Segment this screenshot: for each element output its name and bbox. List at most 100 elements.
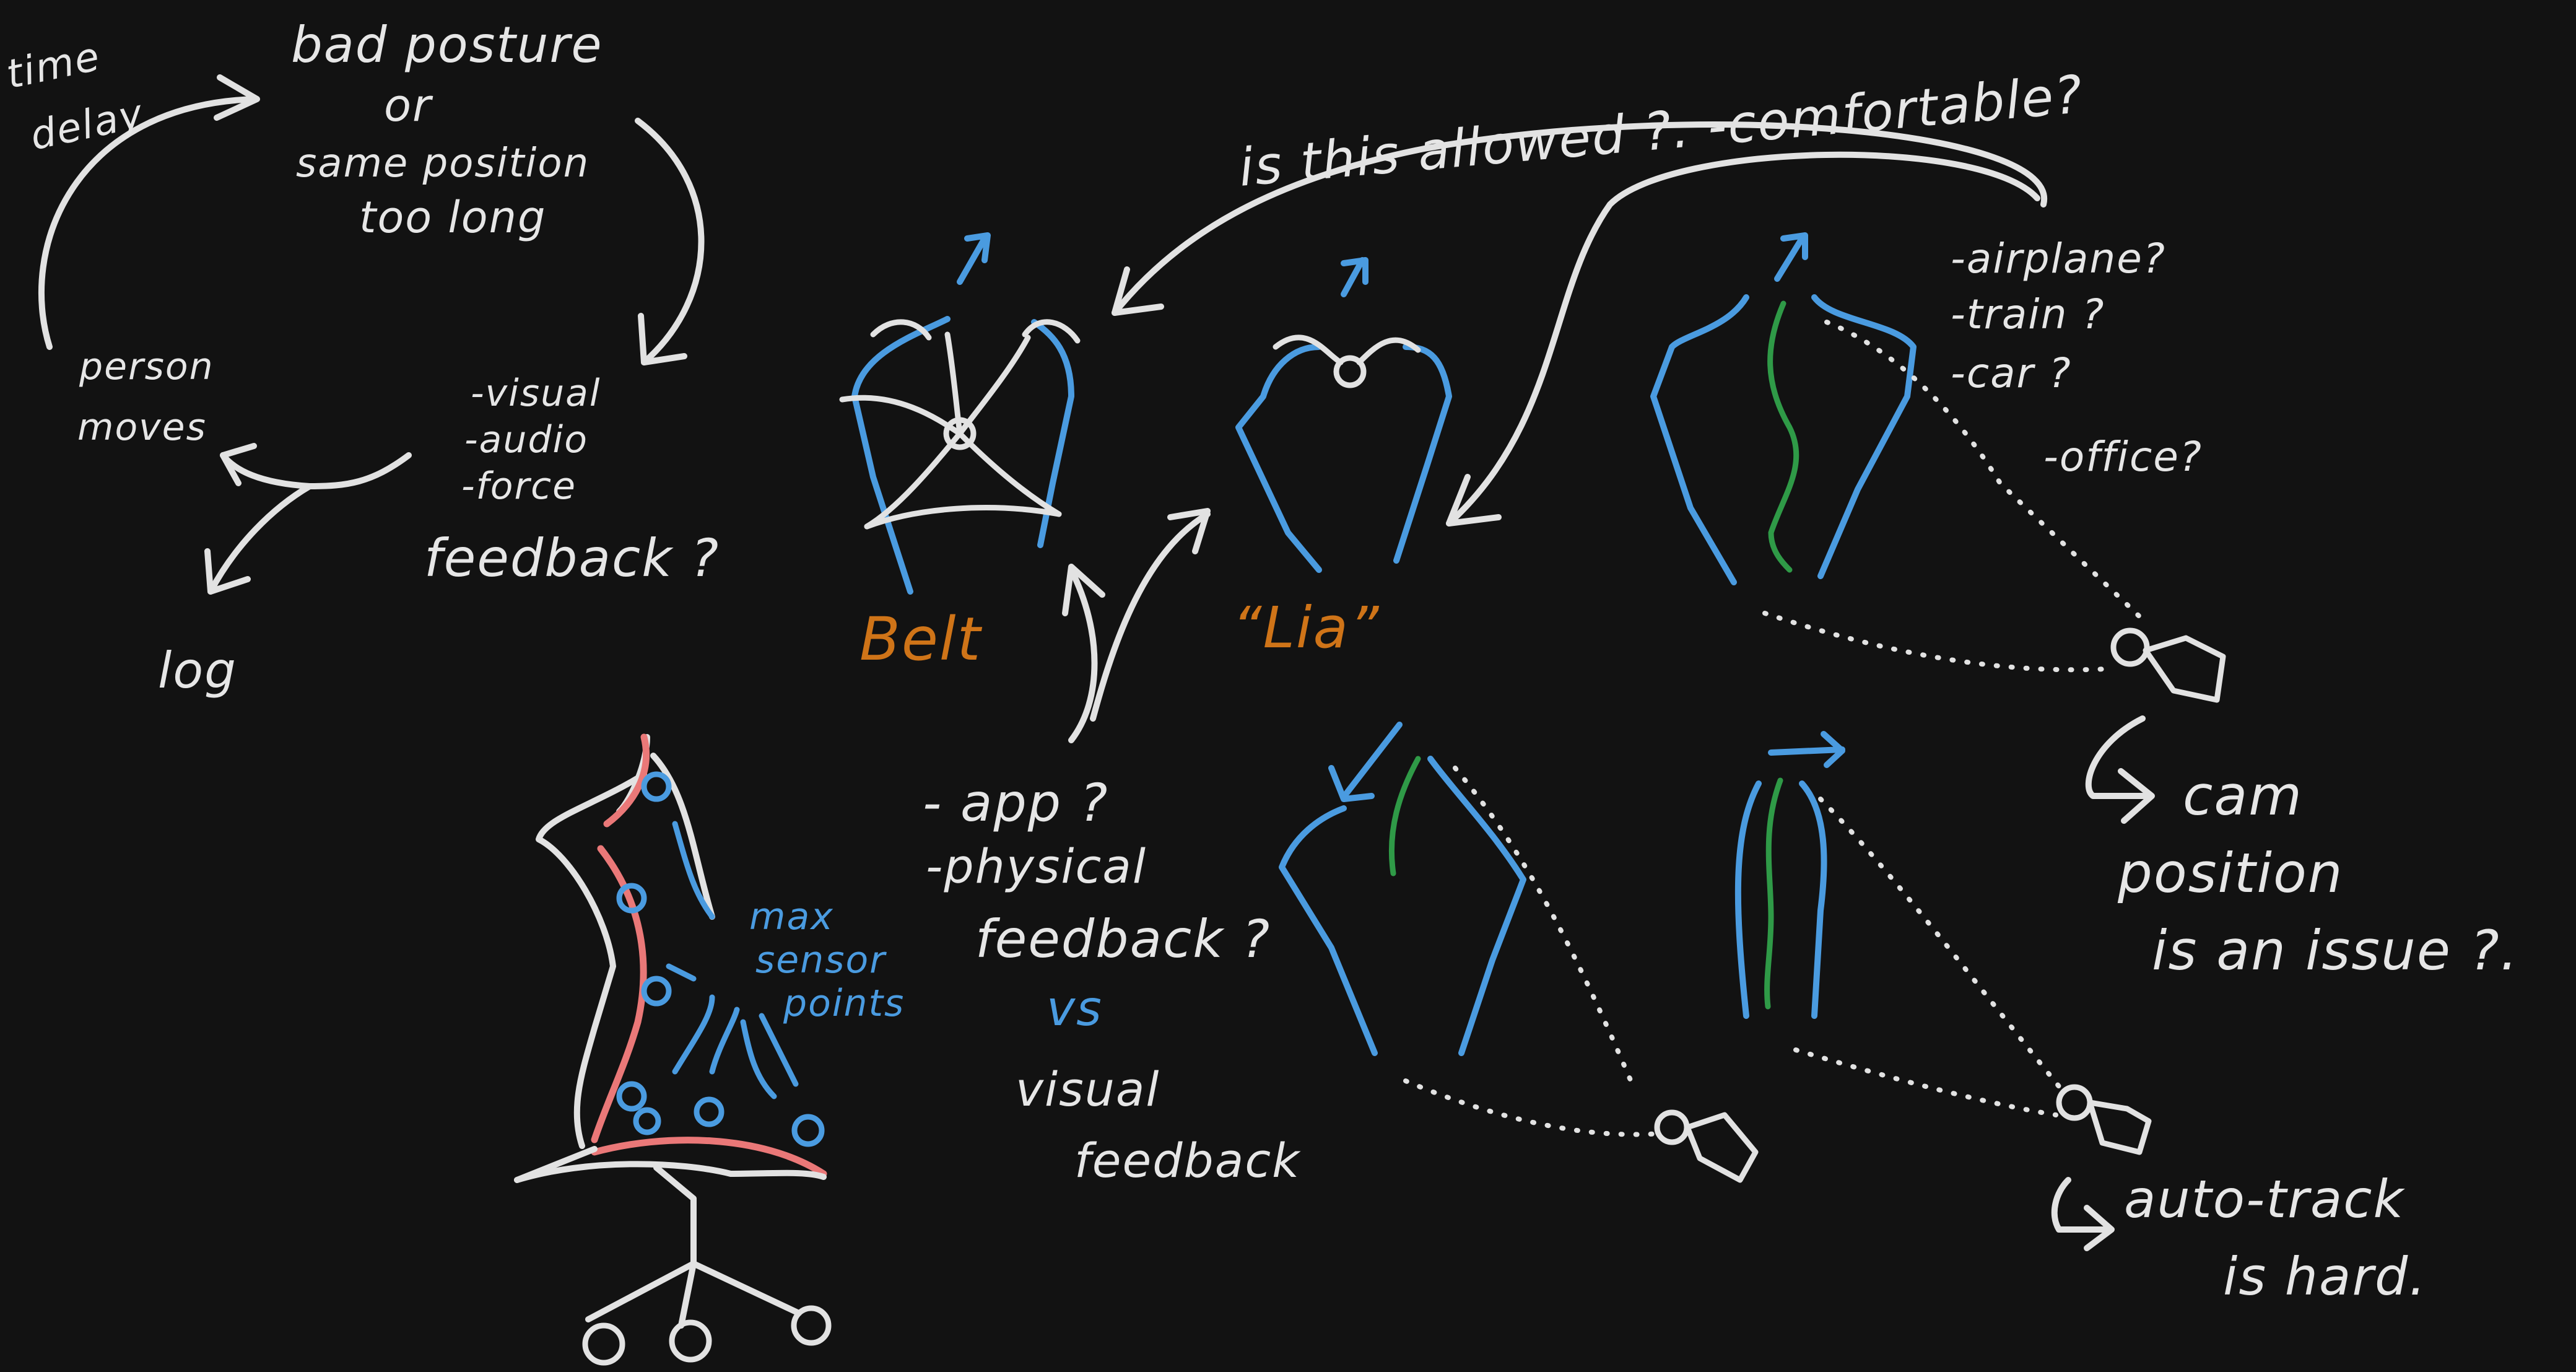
feedback-question: feedback ? — [424, 528, 720, 588]
vs-text: vs — [1046, 981, 1103, 1037]
cam-top-lens-icon — [2110, 627, 2150, 667]
chair-sensor-6 — [694, 1096, 724, 1127]
chair-backrest-left — [536, 771, 647, 1149]
feedback-loop: time delay bad posture or same position … — [2, 16, 720, 699]
question-arrow-to-lia — [1446, 151, 2040, 527]
question-arrow-to-belt — [1112, 121, 2048, 316]
chair-spine-red — [591, 733, 650, 1143]
app-arrowhead-lia — [1167, 508, 1211, 554]
belt-strap-upper-right — [957, 334, 1031, 437]
cam-note-bracket-head — [2118, 768, 2155, 824]
track-note-bracket — [2051, 1177, 2112, 1233]
lia-torso-right — [1393, 344, 1452, 564]
chair-seat — [514, 1161, 827, 1183]
physical-feedback-text: -physical — [926, 839, 1147, 894]
belt-strap-upper-left — [944, 331, 963, 437]
chair-sketch: max sensor points — [514, 733, 905, 1366]
visual-feedback-text: feedback — [1074, 1133, 1301, 1188]
cam-side-arrow — [1768, 731, 1845, 768]
camera-torso-lean — [1279, 722, 1759, 1183]
question-arrowhead-lia — [1446, 474, 1502, 527]
lia-torso-left — [1235, 344, 1322, 573]
context-list: -airplane? -train ? -car ? -office? — [1951, 235, 2203, 481]
belt-torso-sketch: Belt — [839, 232, 1081, 674]
lia-necklace — [1273, 334, 1421, 365]
cam-side-torso-left — [1734, 780, 1762, 1019]
camera-notes: cam position is an issue ?. auto-track i… — [2051, 715, 2519, 1307]
cam-lean-body-icon — [1684, 1112, 1759, 1183]
cam-top-torso-left — [1650, 294, 1749, 585]
cam-lean-torso-right — [1427, 756, 1526, 1056]
belt-center-node — [943, 417, 977, 450]
context-airplane: -airplane? — [1951, 235, 2166, 282]
app-arrow-to-lia — [1090, 511, 1211, 722]
visual-text: visual — [1016, 1062, 1160, 1117]
chair-sensor-5 — [633, 1107, 661, 1135]
cam-top-sight-line — [1824, 320, 2145, 622]
loop-arrowhead-person — [220, 443, 257, 486]
cam-side-lens-icon — [2056, 1084, 2093, 1121]
chair-seat-red — [591, 1137, 827, 1178]
max-sensor-points-label: max sensor points — [749, 895, 905, 1025]
chair-base — [585, 1261, 802, 1329]
lia-torso-sketch: “Lia” — [1232, 257, 1452, 661]
app-arrowhead-belt — [1062, 564, 1105, 616]
cam-lean-sight-line — [1453, 766, 1637, 1093]
loop-arrowhead-top — [214, 74, 260, 121]
app-arrow-to-belt — [1068, 567, 1098, 743]
cam-lean-floor-line — [1403, 1078, 1662, 1137]
cam-top-floor-line — [1762, 611, 2108, 673]
track-note-bracket-head — [2084, 1205, 2115, 1251]
belt-up-arrow — [957, 232, 991, 285]
chair-seat-link — [653, 1164, 697, 1202]
cam-side-torso-right — [1799, 780, 1827, 1019]
loop-arrowhead-log — [204, 548, 251, 595]
cam-lean-spine — [1388, 756, 1421, 876]
chair-pressure-lines — [666, 821, 799, 1099]
loop-arrow-fork — [220, 452, 412, 489]
cam-top-body-icon — [2143, 635, 2226, 703]
cam-top-up-arrow — [1774, 232, 1808, 282]
chair-wheel-center — [669, 1319, 712, 1363]
chair-sensor-7 — [791, 1114, 825, 1147]
belt-strap-left-down — [864, 430, 963, 530]
cam-side-body-icon — [2087, 1099, 2152, 1155]
lia-label: “Lia” — [1232, 595, 1380, 661]
lia-pendant — [1333, 355, 1367, 388]
chair-sensor-2 — [616, 883, 647, 914]
cam-lean-down-arrow — [1328, 722, 1403, 802]
chair-sensor-3 — [641, 976, 672, 1007]
belt-shoulder-right — [1022, 319, 1081, 344]
belt-shoulder-left — [870, 319, 932, 341]
belt-torso-left — [851, 316, 951, 595]
cam-note-bracket — [2085, 715, 2152, 799]
belt-waist — [864, 505, 1062, 530]
chair-seat-side — [514, 1146, 598, 1183]
time-delay-label: time delay — [2, 27, 148, 162]
context-car: -car ? — [1951, 349, 2072, 397]
context-office: -office? — [2043, 433, 2203, 481]
question-arrowhead-belt — [1112, 266, 1164, 316]
person-moves-label: person moves — [77, 345, 227, 449]
bad-posture-label: bad posture — [291, 16, 603, 74]
loop-arrow-top — [38, 96, 257, 350]
feedback-question-text: feedback ? — [975, 909, 1271, 969]
chair-back-right — [650, 753, 715, 920]
cam-side-floor-line — [1793, 1047, 2058, 1117]
too-long-label: too long — [359, 192, 546, 243]
cam-top-torso-right — [1811, 294, 1917, 579]
context-train: -train ? — [1951, 291, 2105, 338]
chair-sensor-1 — [641, 771, 672, 802]
belt-torso-right — [1031, 319, 1074, 548]
feedback-types-label: -visual -audio -force — [461, 372, 614, 508]
cam-position-text: cam position is an issue ?. — [2117, 764, 2519, 982]
app-feedback-notes: - app ? -physical feedback ? vs visual f… — [923, 508, 1301, 1188]
belt-strap-right-down — [957, 430, 1062, 517]
cam-lean-torso-left — [1279, 805, 1378, 1056]
chair-wheel-right — [791, 1305, 832, 1346]
bad-posture-or: or — [384, 79, 433, 131]
camera-torso-top — [1650, 232, 2226, 703]
allowed-question: is this allowed ?. -comfortable? — [1112, 64, 2086, 527]
